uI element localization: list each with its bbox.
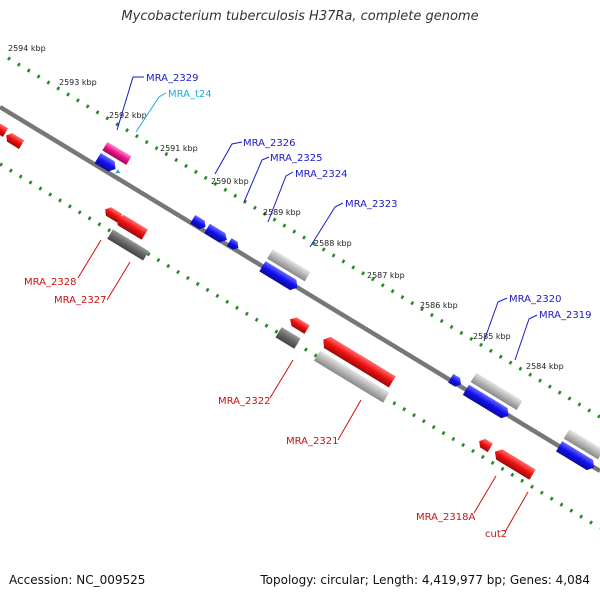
gene-label-mra-2320[interactable]: MRA_2320 xyxy=(509,294,561,305)
gene-label-mra-2319[interactable]: MRA_2319 xyxy=(539,310,591,321)
gene-arrow[interactable] xyxy=(448,373,463,389)
gene-arrow[interactable] xyxy=(226,238,241,251)
gene-label-cut2[interactable]: cut2 xyxy=(485,529,507,540)
gene-arrow[interactable] xyxy=(462,384,512,421)
gene-arrow[interactable] xyxy=(492,447,536,480)
forward-leaders xyxy=(116,76,538,361)
gene-arrow[interactable] xyxy=(259,261,300,293)
gene-label-mra-t24[interactable]: MRA_t24 xyxy=(168,89,212,100)
reverse-leaders xyxy=(77,239,529,533)
accession-text: Accession: NC_009525 xyxy=(9,573,146,587)
kbp-label: 2589 kbp xyxy=(263,208,301,217)
kbp-label: 2588 kbp xyxy=(314,239,352,248)
gene-pseudo[interactable] xyxy=(107,229,149,261)
gene-label-mra-2323[interactable]: MRA_2323 xyxy=(345,199,397,210)
kbp-label: 2586 kbp xyxy=(420,301,458,310)
gene-arrow[interactable] xyxy=(113,212,148,240)
kbp-label: 2587 kbp xyxy=(367,271,405,280)
gene-label-mra-2318a[interactable]: MRA_2318A xyxy=(416,512,475,523)
gene-label-mra-2329[interactable]: MRA_2329 xyxy=(146,73,198,84)
trna-arrow[interactable] xyxy=(102,141,132,165)
gene-arrow[interactable] xyxy=(555,441,597,473)
inner-tick-track xyxy=(0,162,600,530)
trna-small-arrow[interactable] xyxy=(115,169,121,175)
gene-label-mra-2327[interactable]: MRA_2327 xyxy=(54,295,106,306)
gene-arrow[interactable] xyxy=(320,334,396,388)
gene-arrow[interactable] xyxy=(190,214,208,231)
page-title: Mycobacterium tuberculosis H37Ra, comple… xyxy=(121,9,479,24)
kbp-label: 2594 kbp xyxy=(8,44,46,53)
kbp-label: 2592 kbp xyxy=(109,111,147,120)
gene-label-mra-2328[interactable]: MRA_2328 xyxy=(24,277,76,288)
gene-pseudo[interactable] xyxy=(275,327,301,349)
gene-label-mra-2325[interactable]: MRA_2325 xyxy=(270,153,322,164)
gene-arrow[interactable] xyxy=(287,315,310,334)
genome-summary-text: Topology: circular; Length: 4,419,977 bp… xyxy=(260,573,590,587)
gene-arrow[interactable] xyxy=(0,116,9,137)
trna-leader xyxy=(135,92,167,133)
gene-pseudo[interactable] xyxy=(563,429,600,460)
gene-arrow[interactable] xyxy=(4,131,25,149)
gene-pseudo[interactable] xyxy=(313,350,390,403)
gene-label-mra-2324[interactable]: MRA_2324 xyxy=(295,169,347,180)
kbp-label: 2590 kbp xyxy=(211,177,249,186)
kbp-labels: 2594 kbp 2593 kbp 2592 kbp 2591 kbp 2590… xyxy=(8,44,564,371)
gene-arrow[interactable] xyxy=(477,437,493,453)
kbp-label: 2584 kbp xyxy=(526,362,564,371)
gene-arrow[interactable] xyxy=(94,152,119,174)
kbp-label: 2585 kbp xyxy=(473,332,511,341)
gene-arrow[interactable] xyxy=(204,223,229,245)
gene-label-mra-2326[interactable]: MRA_2326 xyxy=(243,138,295,149)
gene-pseudo[interactable] xyxy=(470,372,523,411)
kbp-label: 2593 kbp xyxy=(59,78,97,87)
kbp-label: 2591 kbp xyxy=(160,144,198,153)
gene-pseudo[interactable] xyxy=(267,249,311,282)
gene-label-mra-2321[interactable]: MRA_2321 xyxy=(286,436,338,447)
outer-tick-track xyxy=(7,56,600,419)
gene-label-mra-2322[interactable]: MRA_2322 xyxy=(218,396,270,407)
